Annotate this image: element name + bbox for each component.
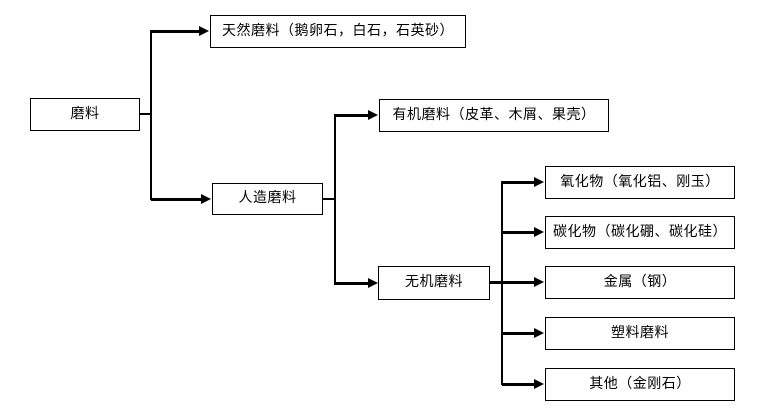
arrowhead-artificial [201,194,211,204]
arrowhead-natural [199,26,209,36]
arrowhead-carbide [534,227,544,237]
edge-inorganic-oxide [502,181,535,184]
node-carbides: 碳化物（碳化硼、碳化硅） [545,216,735,249]
node-metal: 金属（钢） [545,266,735,299]
edge-inorganic-other [502,383,535,386]
connector-root-branch [150,30,152,200]
arrowhead-plastic [534,328,544,338]
arrowhead-organic [368,110,378,120]
edge-root-natural [151,30,200,33]
edge-artificial-inorganic [334,282,369,285]
node-abrasives: 磨料 [30,98,140,131]
arrowhead-oxide [534,177,544,187]
edge-inorganic-plastic [502,332,535,335]
edge-inorganic-metal [490,281,535,284]
node-artificial-abrasives: 人造磨料 [212,183,323,215]
node-organic-abrasives: 有机磨料（皮革、木屑、果壳） [379,99,609,132]
node-oxides: 氧化物（氧化铝、刚玉） [545,166,735,199]
connector-artificial-stub [323,198,335,200]
edge-artificial-organic [334,114,369,117]
connector-root-stub [140,113,152,115]
connector-artificial-branch [334,114,336,285]
edge-root-artificial [151,198,202,201]
arrowhead-inorganic [368,278,378,288]
node-natural-abrasives: 天然磨料（鹅卵石，白石，石英砂） [210,15,466,48]
arrowhead-metal [534,277,544,287]
node-plastic-abrasives: 塑料磨料 [545,317,735,350]
arrowhead-other [534,379,544,389]
node-inorganic-abrasives: 无机磨料 [378,266,490,300]
edge-inorganic-carbide [502,231,535,234]
node-other-diamond: 其他（金刚石） [545,368,735,401]
